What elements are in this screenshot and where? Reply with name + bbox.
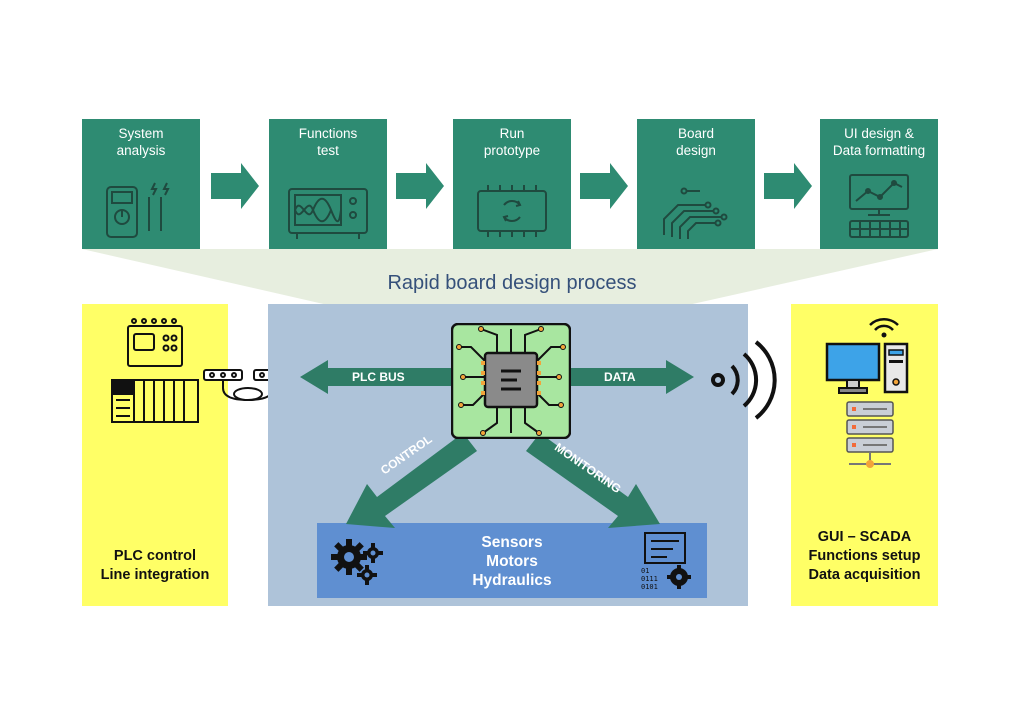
prototype-chip-icon (477, 185, 547, 237)
flow-arrow-2 (396, 163, 444, 209)
oscilloscope-icon (288, 188, 368, 239)
svg-text:0111: 0111 (641, 575, 658, 583)
desktop-computer-icon (825, 342, 909, 394)
flow-arrow-1 (211, 163, 259, 209)
arrow-plc-bus (300, 360, 460, 394)
step-run-prototype: Run prototype (453, 119, 571, 249)
step-label: Board design (676, 126, 716, 158)
monitor-keyboard-icon (849, 174, 909, 238)
scada-panel-label: GUI – SCADA Functions setup Data acquisi… (808, 529, 921, 583)
step-board-design: Board design (637, 119, 755, 249)
circuit-traces-icon (663, 187, 728, 239)
wifi-icon (869, 318, 899, 338)
flow-arrow-4 (764, 163, 812, 209)
server-rack-icon (846, 401, 894, 468)
svg-text:01: 01 (641, 567, 649, 575)
arrow-data (560, 360, 694, 394)
plc-panel: PLC control Line integration (82, 304, 228, 606)
flow-arrow-3 (580, 163, 628, 209)
step-label: Run prototype (483, 126, 541, 158)
plc-panel-label: PLC control Line integration (100, 548, 210, 583)
actuators-label: Sensors Motors Hydraulics (472, 534, 552, 589)
wireless-signal-icon (711, 340, 777, 420)
step-label: System analysis (116, 126, 166, 158)
svg-text:0101: 0101 (641, 583, 658, 591)
plc-controller-icon (127, 318, 183, 367)
step-label: UI design & Data formatting (832, 126, 926, 158)
plc-rack-icon (111, 379, 199, 423)
step-label: Functions test (298, 126, 358, 158)
arrow-label-data: DATA (604, 370, 636, 384)
gears-icon (331, 539, 383, 585)
step-ui-design: UI design & Data formatting (820, 119, 938, 249)
process-title: Rapid board design process (387, 272, 637, 294)
multimeter-icon (106, 182, 170, 238)
arrow-label-plc-bus: PLC BUS (352, 370, 405, 384)
step-functions-test: Functions test (269, 119, 387, 249)
scada-panel: GUI – SCADA Functions setup Data acquisi… (791, 304, 938, 606)
microcontroller-chip-icon (451, 323, 571, 439)
step-system-analysis: System analysis (82, 119, 200, 249)
